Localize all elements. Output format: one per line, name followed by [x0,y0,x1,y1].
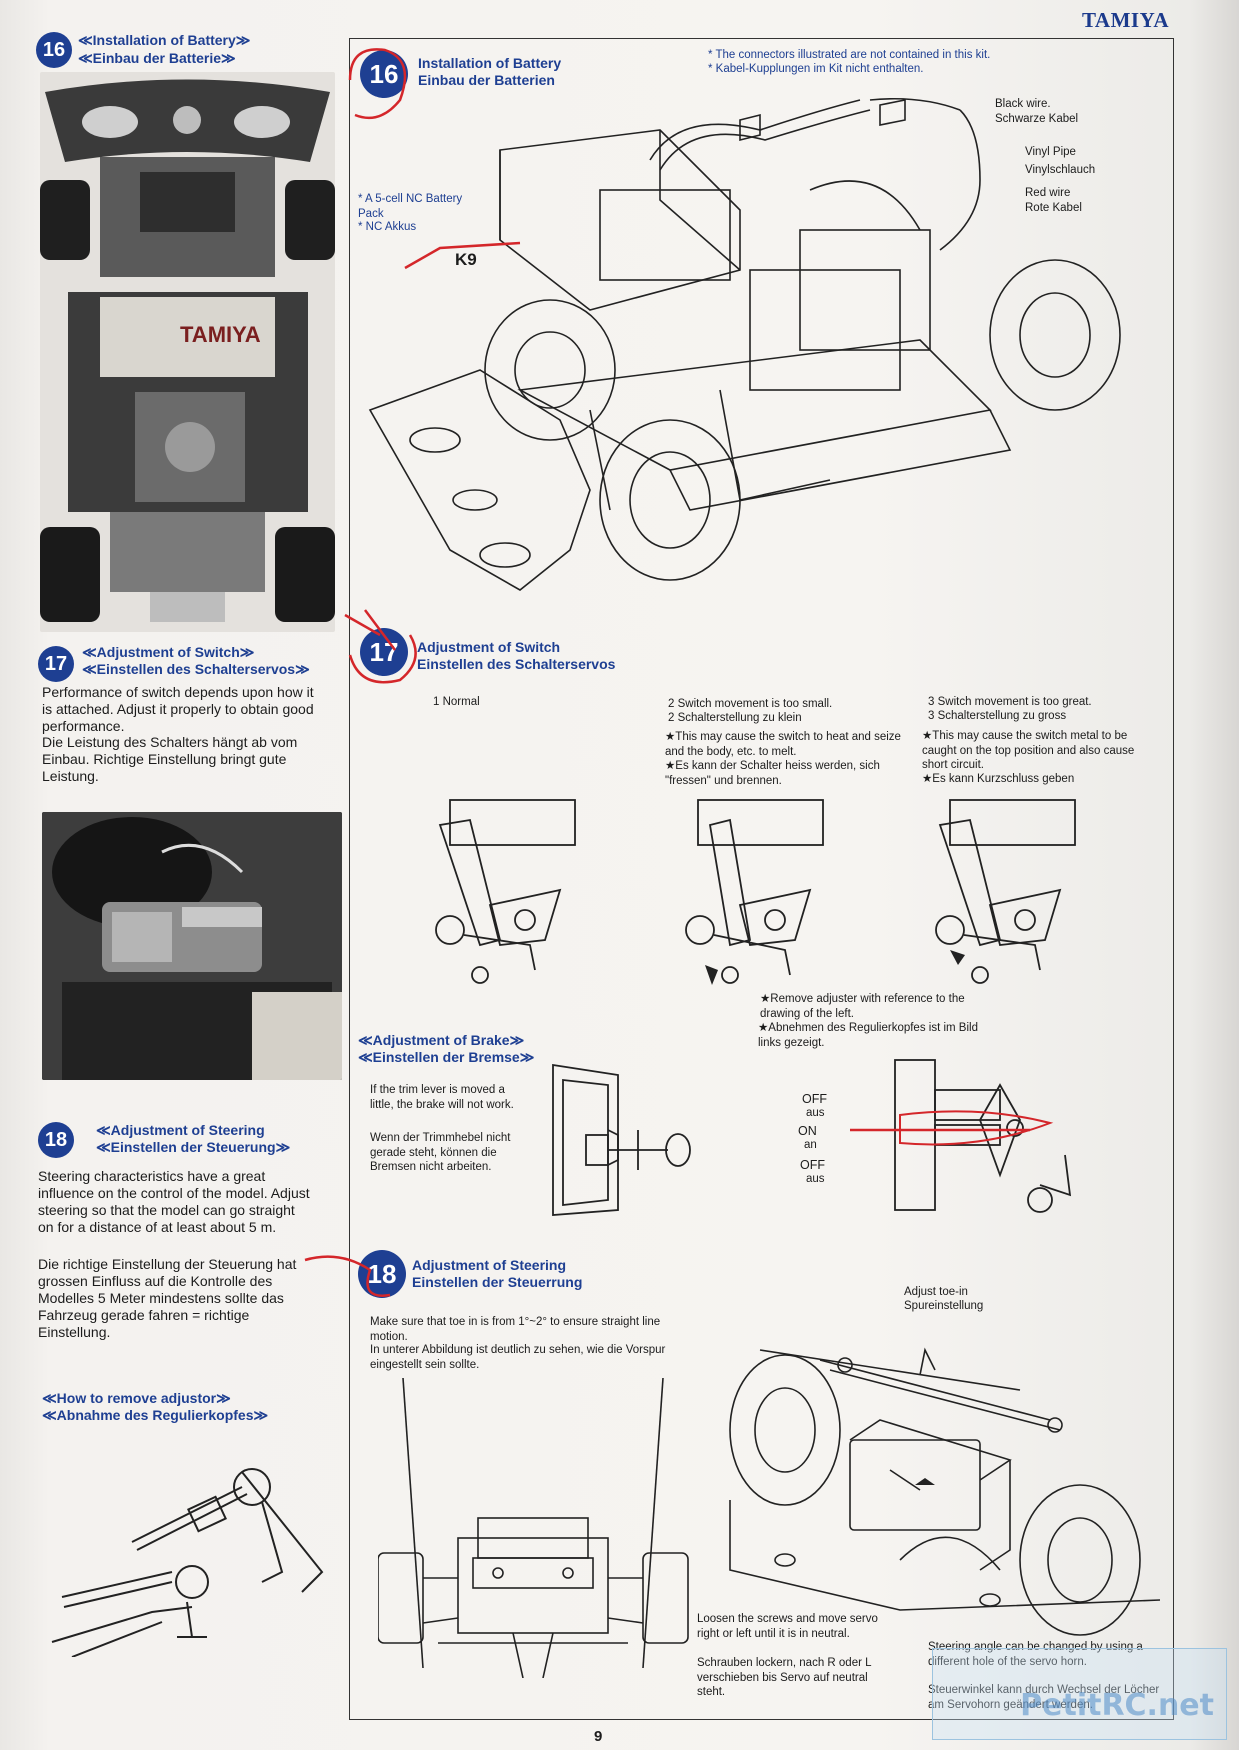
chassis-photo-drawing: TAMIYA [40,79,335,622]
right-16-title-en: Installation of Battery [418,55,562,71]
right-17-title-de: Einstellen des Schalterservos [417,656,616,672]
black-wire-label-en: Black wire. [995,98,1051,110]
steering-angle-text-en: Steering angle can be changed by using a… [928,1641,1143,1668]
part-k9-label: K9 [455,250,477,269]
brake-text-en: If the trim lever is moved a little, the… [370,1084,514,1111]
watermark-box: PetitRC.net [932,1648,1227,1740]
switch-too-small-note-en: ★This may cause the switch to heat and s… [665,731,901,758]
switch-onoff-drawing [850,1059,1072,1213]
switch-too-small-note-de: ★Es kann der Schalter heiss werden, sich… [665,760,880,787]
connector-note-de: * Kabel-Kupplungen im Kit nicht enthalte… [708,63,924,75]
battery-pack-label-de: * NC Akkus [358,221,417,233]
toe-in-text-de: In unterer Abbildung ist deutlich zu seh… [370,1344,666,1371]
connector-note-en: * The connectors illustrated are not con… [708,49,991,61]
remove-adjustor-diagram [42,1432,342,1657]
battery-installation-diagram [360,90,1170,610]
switch-too-great-note-en: ★This may cause the switch metal to be c… [922,730,1135,771]
red-pen-mark-18 [304,1255,391,1297]
switch-an-label: an [804,1139,817,1151]
adjust-toe-in-label-de: Spureinstellung [904,1300,984,1312]
switch-aus-label-2: aus [806,1173,825,1185]
battery-chassis-photo: TAMIYA [40,72,335,632]
left-16-title-en: ≪Installation of Battery≫ [78,32,251,48]
left-16-title-de: ≪Einbau der Batterie≫ [78,50,236,66]
remove-adjustor-title-de: ≪Abnahme des Regulierkopfes≫ [42,1407,269,1423]
switch-off-label-1: OFF [802,1092,827,1106]
toe-in-top-view-diagram [378,1378,696,1678]
red-pen-mark-17 [344,609,417,684]
trim-lever-drawing [552,1063,691,1216]
switch-too-small-en: 2 Switch movement is too small. [668,698,833,710]
right-17-title-en: Adjustment of Switch [417,639,561,655]
red-pen-mark-k9 [404,241,521,270]
remove-adjustor-title-en: ≪How to remove adjustor≫ [42,1390,231,1406]
left-18-title-de: ≪Einstellen der Steuerung≫ [96,1139,291,1155]
switch-too-great-de: 3 Schalterstellung zu gross [928,710,1067,722]
left-18-text-en: Steering characteristics have a great in… [38,1168,310,1235]
switch-too-great-en: 3 Switch movement is too great. [928,696,1092,708]
left-17-title-en: ≪Adjustment of Switch≫ [82,644,255,660]
steering-angle-text-de: Steuerwinkel kann durch Wechsel der Löch… [928,1684,1160,1711]
svg-text:TAMIYA: TAMIYA [180,322,261,347]
right-18-title-en: Adjustment of Steering [412,1257,567,1273]
battery-pack-label-en: * A 5-cell NC Battery Pack [358,193,463,220]
black-wire-label-de: Schwarze Kabel [995,113,1079,125]
toe-in-text-en: Make sure that toe in is from 1°~2° to e… [370,1316,661,1343]
switch-positions-diagram [430,795,1170,995]
left-17-title-de: ≪Einstellen des Schalterservos≫ [82,661,310,677]
pliers-drawing [51,1468,324,1657]
brake-title-de: ≪Einstellen der Bremse≫ [358,1049,535,1065]
brake-trim-lever-diagram [548,1060,693,1220]
switch-aus-label-1: aus [806,1107,825,1119]
switch-normal-label: 1 Normal [433,696,480,708]
red-wire-label-en: Red wire [1025,187,1071,199]
loosen-screws-text-en: Loosen the screws and move servo right o… [697,1613,878,1640]
right-18-title-de: Einstellen der Steuerrung [412,1274,583,1290]
vinyl-pipe-label-de: Vinylschlauch [1025,164,1096,176]
watermark-text: PetitRC.net [1020,1688,1214,1723]
left-17-text-en: Performance of switch depends upon how i… [42,684,314,734]
page-number: 9 [594,1728,603,1745]
loosen-screws-text-de: Schrauben lockern, nach R oder L verschi… [697,1657,872,1698]
switch-servo-photo [42,812,342,1080]
step-badge-18-large: 18 [358,1250,406,1298]
instruction-frame [349,38,1174,1720]
switch-position-drawings [435,799,1076,985]
switch-too-small-de: 2 Schalterstellung zu klein [668,712,802,724]
switch-too-great-note-de: ★Es kann Kurzschluss geben [922,773,1075,785]
remove-adjuster-note-de: ★Abnehmen des Regulierkopfes ist im Bild… [758,1022,978,1049]
red-pen-mark-16 [348,48,407,120]
adjust-toe-in-label-en: Adjust toe-in [904,1286,968,1298]
vinyl-pipe-label-en: Vinyl Pipe [1025,146,1076,158]
left-18-title-en: ≪Adjustment of Steering [96,1122,265,1138]
steering-servo-diagram [720,1310,1170,1650]
switch-photo-drawing [42,812,342,1080]
step-badge-16: 16 [36,32,72,68]
left-18-text-de: Die richtige Einstellung der Steuerung h… [38,1256,297,1340]
chassis-battery-drawing [368,98,1121,591]
remove-adjuster-note-en: ★Remove adjuster with reference to the d… [760,993,965,1020]
front-axle-top-view [378,1378,689,1678]
red-wire-label-de: Rote Kabel [1025,202,1082,214]
right-16-title-de: Einbau der Batterien [418,72,555,88]
switch-on-off-diagram [840,1055,1090,1220]
switch-on-label: ON [798,1124,817,1138]
left-17-text-de: Die Leistung des Schalters hängt ab vom … [42,734,298,784]
step-badge-17: 17 [38,646,74,682]
steering-linkage-drawing [729,1347,1161,1636]
switch-off-label-2: OFF [800,1158,825,1172]
brake-text-de: Wenn der Trimmhebel nicht gerade steht, … [370,1132,511,1173]
brand-logo: TAMIYA [1081,8,1169,32]
brake-title-en: ≪Adjustment of Brake≫ [358,1032,525,1048]
step-badge-18: 18 [38,1122,74,1158]
